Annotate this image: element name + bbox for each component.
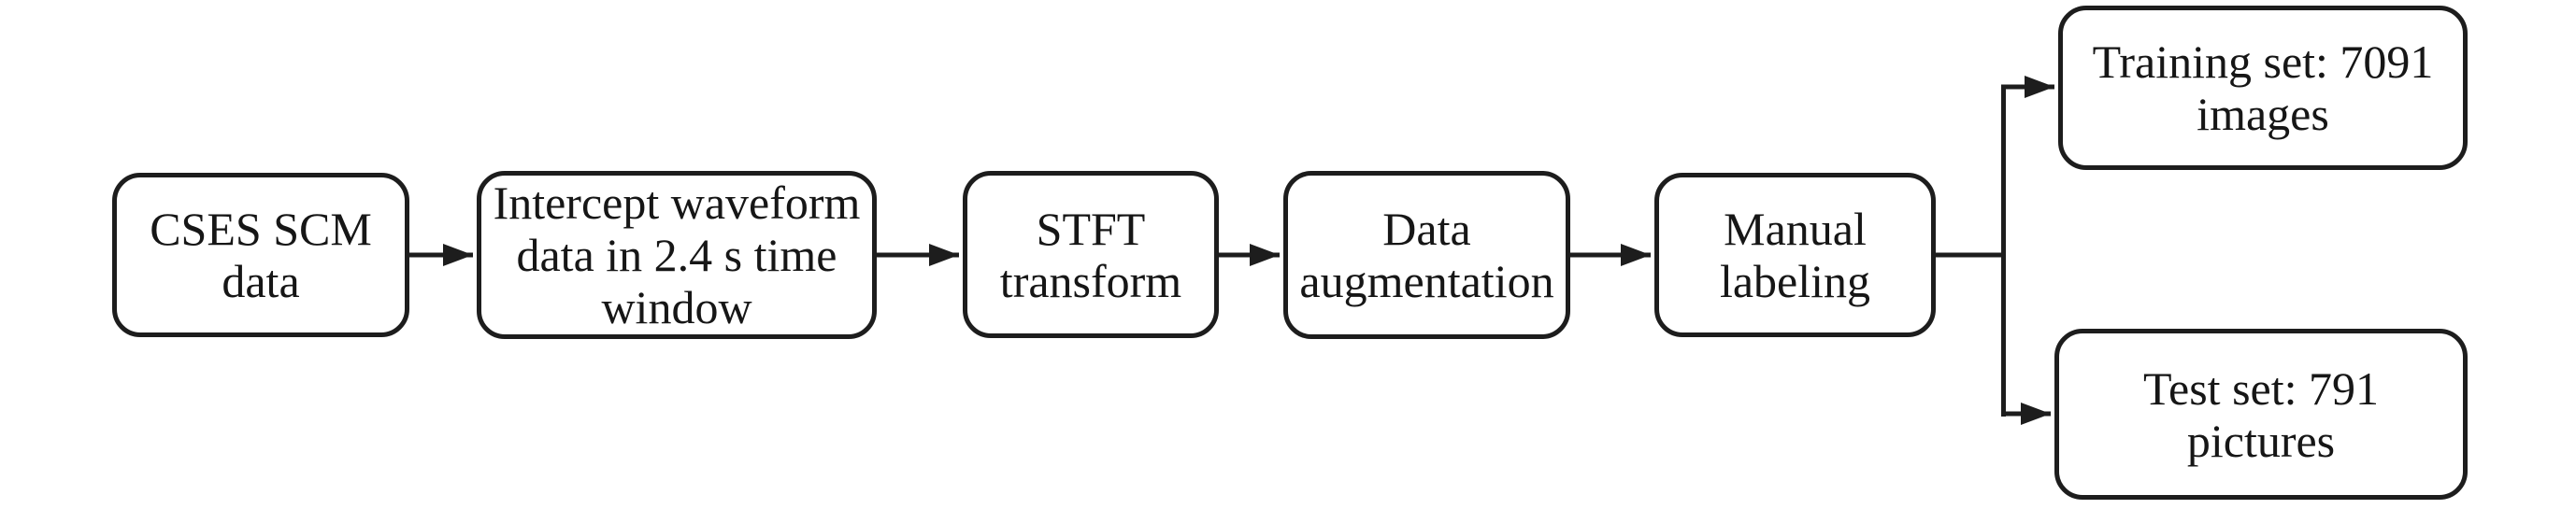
node-data-augmentation: Data augmentation: [1283, 171, 1570, 339]
node-cses-scm-data: CSES SCM data: [112, 173, 409, 337]
node-label-manual-labeling: Manual labeling: [1719, 203, 1871, 307]
node-test-set: Test set: 791 pictures: [2054, 329, 2468, 500]
node-label-cses-scm-data: CSES SCM data: [150, 203, 372, 307]
node-label-stft-transform: STFT transform: [999, 202, 1182, 307]
node-intercept-waveform: Intercept waveform data in 2.4 s time wi…: [477, 171, 877, 339]
node-manual-labeling: Manual labeling: [1654, 173, 1936, 337]
node-label-intercept-waveform: Intercept waveform data in 2.4 s time wi…: [493, 177, 861, 333]
node-label-test-set: Test set: 791 pictures: [2142, 361, 2380, 467]
node-stft-transform: STFT transform: [963, 171, 1219, 338]
node-label-data-augmentation: Data augmentation: [1299, 203, 1554, 307]
node-training-set: Training set: 7091 images: [2058, 6, 2468, 170]
node-label-training-set: Training set: 7091 images: [2092, 35, 2434, 140]
